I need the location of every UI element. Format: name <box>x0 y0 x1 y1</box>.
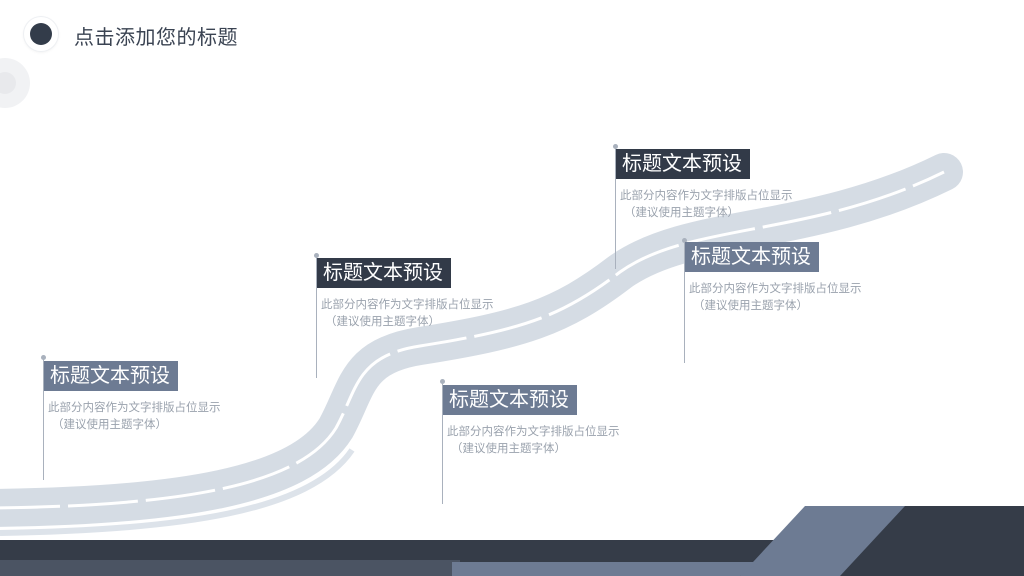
bottom-dark-wedge <box>840 506 1024 576</box>
milestone-pin-1 <box>41 355 46 480</box>
milestone-pin-2 <box>314 253 319 378</box>
title-bullet-icon <box>24 17 58 51</box>
milestone-1: 标题文本预设 此部分内容作为文字排版占位显示 （建议使用主题字体） <box>44 361 221 433</box>
milestone-3: 标题文本预设 此部分内容作为文字排版占位显示 （建议使用主题字体） <box>443 385 620 457</box>
milestone-title: 标题文本预设 <box>443 385 577 415</box>
milestone-pin-3 <box>440 379 445 504</box>
bullet-dot <box>30 23 52 45</box>
milestone-4: 标题文本预设 此部分内容作为文字排版占位显示 （建议使用主题字体） <box>616 149 793 221</box>
description-line-2: （建议使用主题字体） <box>451 441 566 455</box>
description-line-2: （建议使用主题字体） <box>325 314 440 328</box>
milestone-title: 标题文本预设 <box>685 242 819 272</box>
page-title: 点击添加您的标题 <box>74 25 238 49</box>
milestone-title: 标题文本预设 <box>317 258 451 288</box>
milestone-pin-5 <box>682 238 687 363</box>
bottom-light-strip <box>452 562 760 576</box>
milestone-pin-4 <box>613 144 618 269</box>
road-edge-shadow <box>0 448 355 536</box>
description-line-2: （建议使用主题字体） <box>693 298 808 312</box>
description-line-1: 此部分内容作为文字排版占位显示 <box>48 400 221 414</box>
milestone-title: 标题文本预设 <box>616 149 750 179</box>
milestone-2: 标题文本预设 此部分内容作为文字排版占位显示 （建议使用主题字体） <box>317 258 494 330</box>
description-line-1: 此部分内容作为文字排版占位显示 <box>689 281 862 295</box>
milestone-5: 标题文本预设 此部分内容作为文字排版占位显示 （建议使用主题字体） <box>685 242 862 314</box>
description-line-1: 此部分内容作为文字排版占位显示 <box>620 188 793 202</box>
milestone-description: 此部分内容作为文字排版占位显示 （建议使用主题字体） <box>689 280 862 314</box>
milestone-description: 此部分内容作为文字排版占位显示 （建议使用主题字体） <box>48 399 221 433</box>
milestone-description: 此部分内容作为文字排版占位显示 （建议使用主题字体） <box>620 187 793 221</box>
description-line-1: 此部分内容作为文字排版占位显示 <box>321 297 494 311</box>
description-line-2: （建议使用主题字体） <box>624 205 739 219</box>
bottom-slate-strip <box>0 560 460 576</box>
description-line-1: 此部分内容作为文字排版占位显示 <box>447 424 620 438</box>
milestone-description: 此部分内容作为文字排版占位显示 （建议使用主题字体） <box>447 423 620 457</box>
milestone-description: 此部分内容作为文字排版占位显示 （建议使用主题字体） <box>321 296 494 330</box>
description-line-2: （建议使用主题字体） <box>52 417 167 431</box>
milestone-title: 标题文本预设 <box>44 361 178 391</box>
road-center-line <box>0 170 945 510</box>
